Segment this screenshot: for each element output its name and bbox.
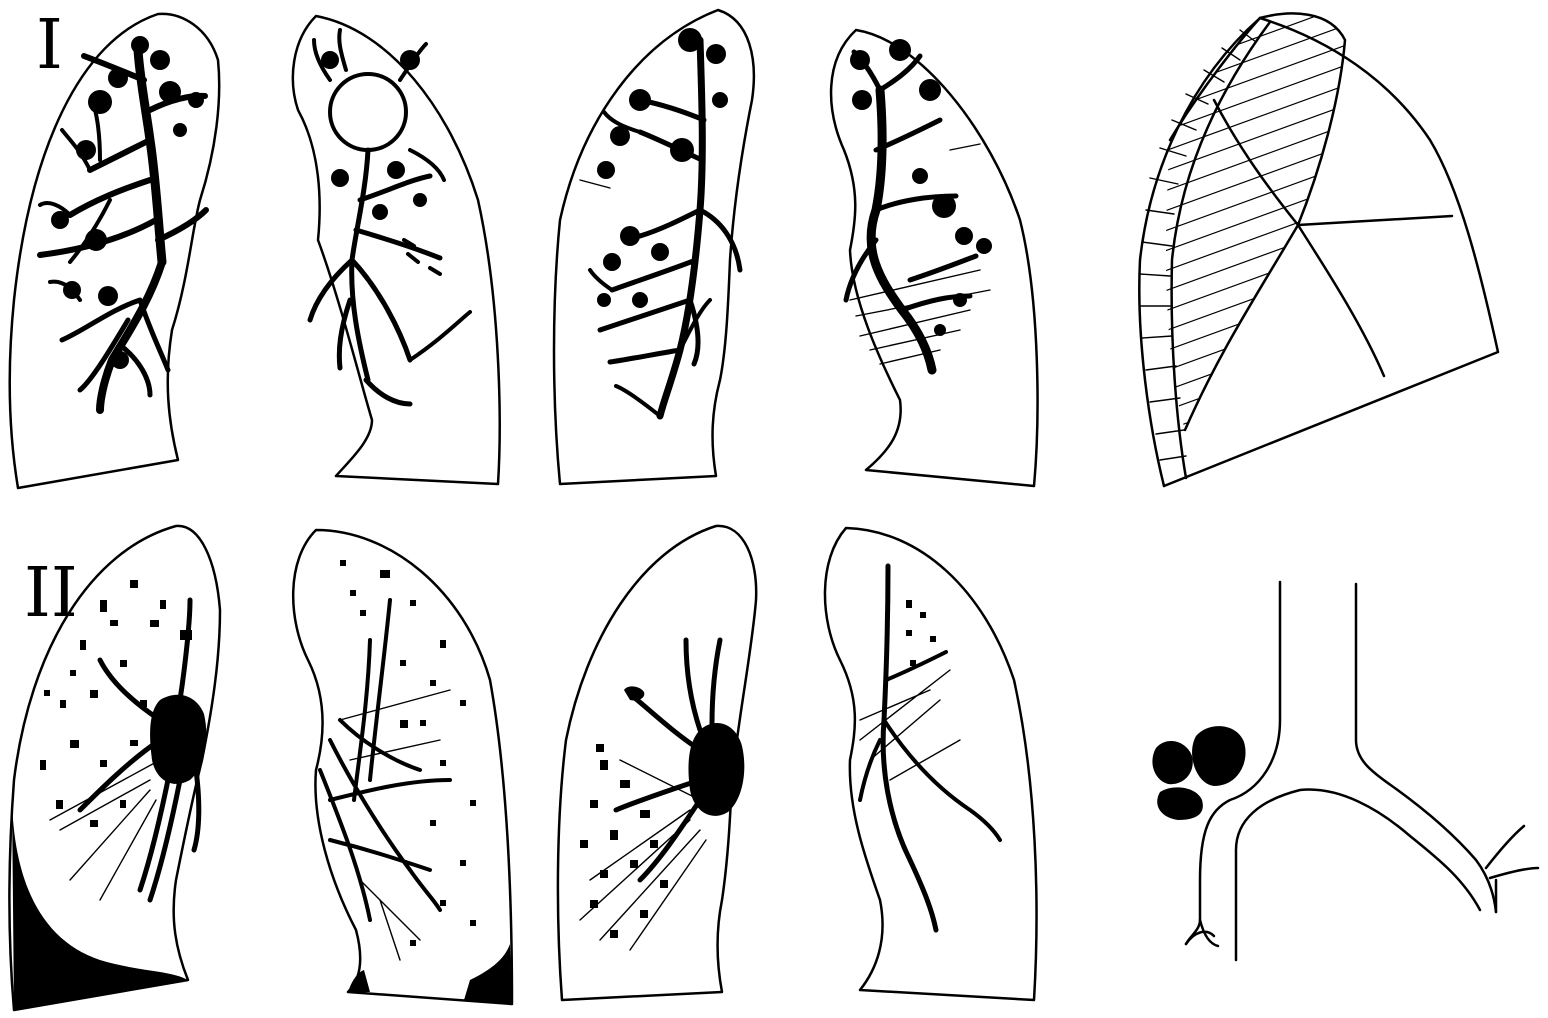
row-ii-lung-2-left (825, 528, 1037, 1000)
right-subbronchus (1186, 920, 1218, 946)
row-i-lateral-lobe-diagram (1139, 0, 1498, 486)
lung-outline (825, 528, 1037, 1000)
hilar-mass-and-markings (580, 640, 744, 950)
row-label-i: I (36, 6, 63, 85)
bronchovascular-markings (310, 30, 470, 404)
row-i-lung-1-left (293, 16, 500, 484)
bronchovascular-markings (590, 28, 740, 416)
fissure-oblique (1214, 100, 1384, 376)
nodules (906, 600, 936, 666)
lung-outline (293, 530, 512, 1004)
chest-wall-outer (1139, 18, 1260, 486)
bronchovascular-markings (846, 39, 992, 370)
bronchovascular-markings (860, 566, 1000, 930)
trachea-right-wall (1356, 584, 1496, 912)
row-ii-tracheobronchial-diagram (1152, 582, 1538, 960)
row-i-lung-2-left (831, 30, 1037, 486)
row-ii-lung-1-left (293, 530, 512, 1004)
reticular-markings (320, 560, 476, 960)
fissure-horizontal (1298, 216, 1452, 225)
row-label-ii: II (24, 554, 78, 633)
lung-outline (1164, 18, 1498, 486)
costophrenic-opacity (464, 944, 512, 1004)
bronchovascular-markings (40, 36, 206, 410)
pleural-effusion (12, 800, 188, 1010)
hatched-lobe (1140, 0, 1360, 440)
lymph-nodes (1152, 726, 1245, 820)
cavity (330, 74, 406, 150)
row-i-lung-2-right (554, 10, 754, 484)
rib-markings (1140, 30, 1256, 460)
row-ii-lung-2-right (558, 526, 756, 1000)
carina (1236, 790, 1480, 960)
